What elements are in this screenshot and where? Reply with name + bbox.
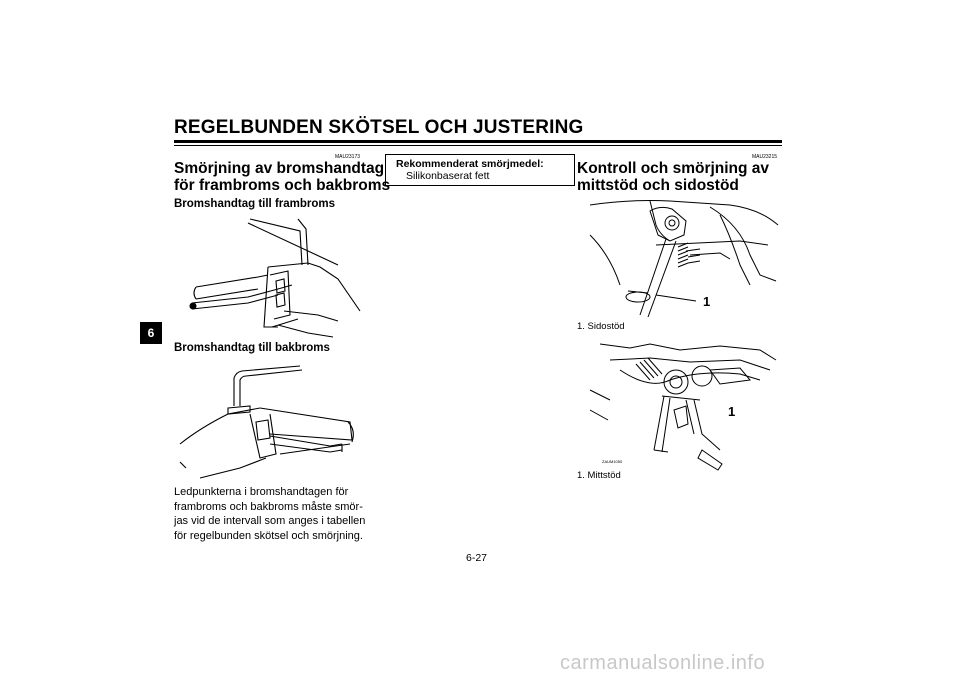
body-line-2: frambroms och bakbroms måste smör- [174,500,363,513]
lubricant-label: Rekommenderat smörjmedel: [396,158,544,170]
rear-brake-lever-illustration [180,358,370,478]
lubricant-value: Silikonbaserat fett [406,170,490,182]
sidestand-caption: 1. Sidostöd [577,321,625,332]
brake-lever-body-text: Ledpunkterna i bromshandtagen för frambr… [174,485,369,543]
section-code: MAU23173 [335,154,361,160]
figure-code: ZAUM1050 [602,459,623,464]
body-line-1: Ledpunkterna i bromshandtagen för [174,486,349,498]
centerstand-callout: 1 [728,404,736,419]
stands-heading-line-1: Kontroll och smörjning av [577,160,770,177]
front-brake-lever-illustration [188,215,368,340]
centerstand-caption: 1. Mittstöd [577,470,621,481]
section-code-stands: MAU23215 [752,154,778,160]
page-number: 6-27 [466,552,488,564]
body-line-3: jas vid de intervall som anges i tabelle… [174,515,366,528]
front-brake-subheading: Bromshandtag till frambroms [174,198,336,210]
heading-line-2: för frambroms och bakbroms [174,177,391,194]
stands-heading-line-2: mittstöd och sidostöd [577,177,739,194]
header-rule-thin [174,145,782,146]
recommended-lubricant-box: Rekommenderat smörjmedel: Silikonbaserat… [385,154,575,186]
centerstand-illustration [590,340,780,470]
rear-brake-subheading: Bromshandtag till bakbroms [174,342,330,354]
sidestand-callout: 1 [703,294,711,309]
chapter-tab: 6 [140,322,162,344]
watermark: carmanualsonline.info [560,652,766,674]
section-heading-brake-levers: Smörjning av bromshandtag för frambroms … [174,160,390,194]
body-line-4: för regelbunden skötsel och smörjning. [174,529,363,542]
header-rule [174,140,782,143]
sidestand-illustration [590,195,780,320]
page-header-title: REGELBUNDEN SKÖTSEL OCH JUSTERING [174,117,584,138]
section-heading-stands: Kontroll och smörjning av mittstöd och s… [577,160,769,194]
heading-line-1: Smörjning av bromshandtag [174,160,385,177]
